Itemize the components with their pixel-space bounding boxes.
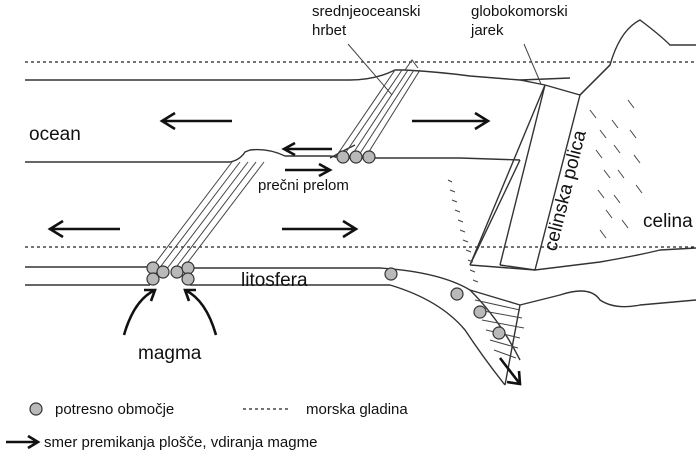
continent-label: celina [643, 211, 693, 232]
ocean-label: ocean [29, 124, 81, 145]
ridge-strips-upper [335, 70, 420, 158]
ridge-pointer [348, 44, 392, 95]
legend-arrow-label: smer premikanja plošče, vdiranja magme [44, 434, 317, 451]
ridge-label-line2: hrbet [312, 22, 347, 39]
magma-arrow-left [124, 290, 155, 335]
quake-point [474, 306, 486, 318]
legend-quake-icon [30, 403, 42, 415]
quake-point [182, 273, 194, 285]
trench-label-line1: globokomorski [471, 3, 568, 20]
quake-point [171, 266, 183, 278]
ridge-label-line1: srednjeoceanski [312, 3, 420, 20]
legend-arrow-icon [6, 436, 38, 448]
quake-point [182, 262, 194, 274]
arrow-right-lower [282, 221, 356, 237]
arrow-left-lower [50, 221, 120, 237]
lithosphere-label: litosfera [241, 270, 308, 291]
upper-ocean-plate [25, 60, 545, 162]
fault-arrow-left [284, 143, 332, 155]
quake-point [451, 288, 463, 300]
magma-label: magma [138, 343, 202, 364]
magma-arrow-right [185, 290, 216, 335]
arrow-right-upper [412, 113, 488, 129]
fault-arrow-right [285, 164, 330, 176]
quake-point [350, 151, 362, 163]
quake-point [385, 268, 397, 280]
plate-motion-arrows [50, 113, 520, 384]
ridge-strips-lower [150, 162, 264, 270]
legend: potresno območje morska gladina smer pre… [6, 401, 408, 451]
trench-pointer [524, 44, 541, 84]
quake-point [157, 266, 169, 278]
legend-quake-label: potresno območje [55, 401, 174, 418]
trench-label-line2: jarek [470, 22, 504, 39]
quake-point [337, 151, 349, 163]
fault-label: prečni prelom [258, 177, 349, 194]
legend-sea-level-label: morska gladina [306, 401, 408, 418]
quake-point [363, 151, 375, 163]
arrow-left-upper [162, 113, 232, 129]
quake-point [493, 327, 505, 339]
shelf-label: celinska polica [540, 128, 590, 253]
